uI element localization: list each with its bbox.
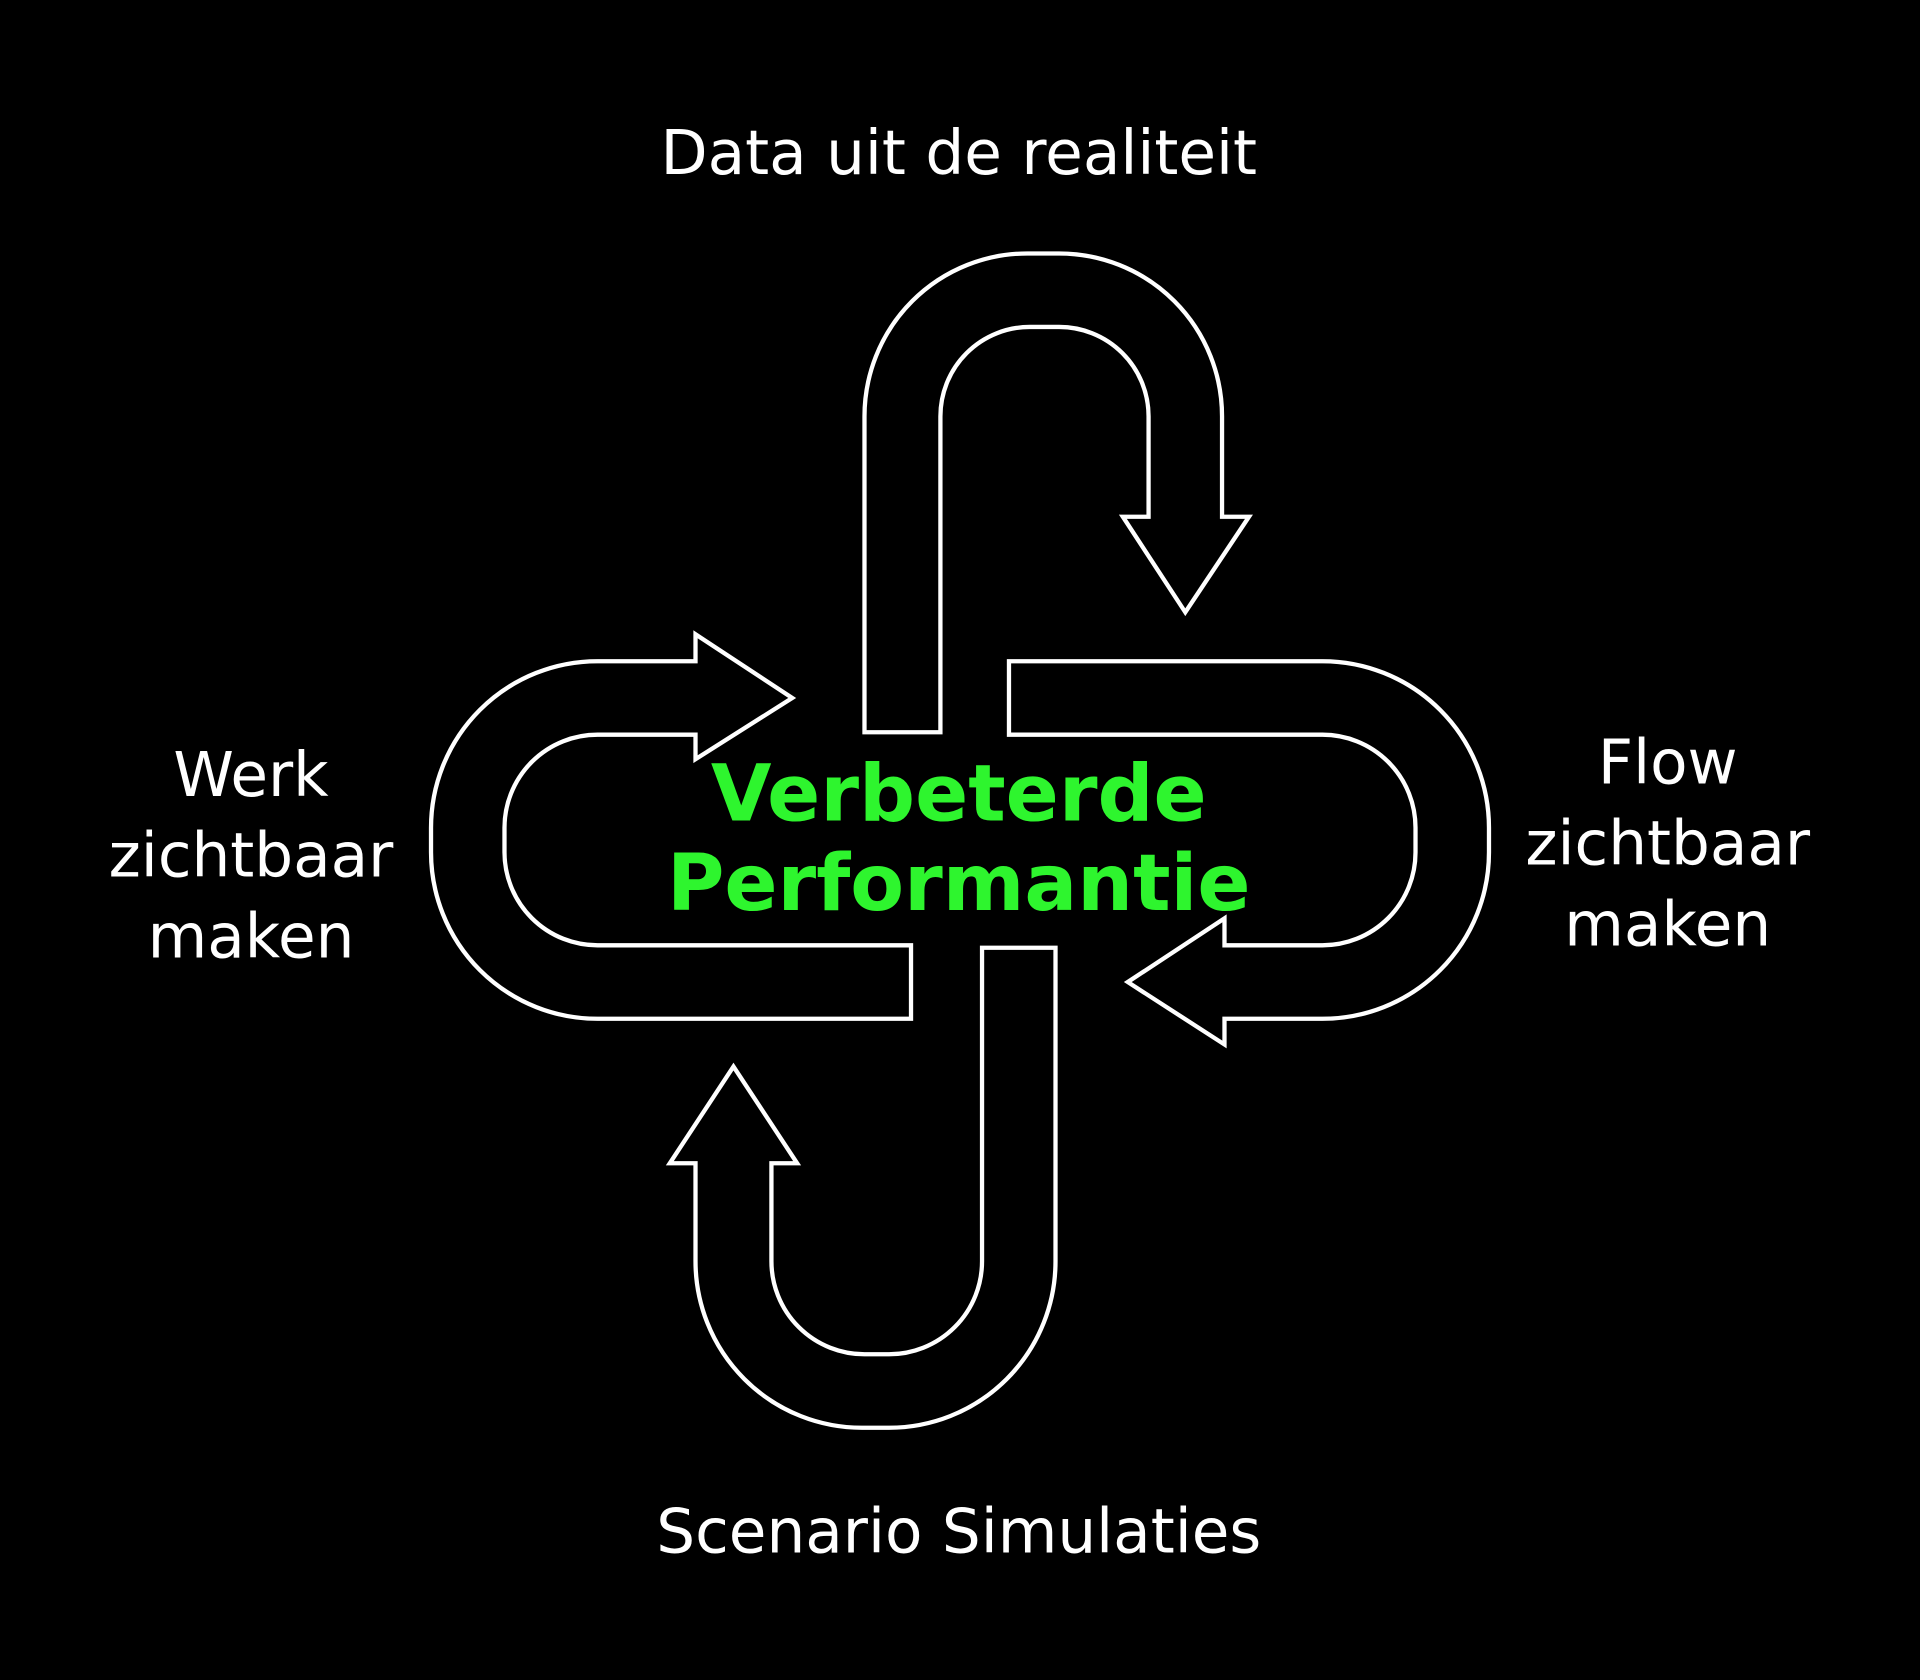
label-right-line: zichtbaar	[1525, 808, 1810, 879]
label-left: Werk zichtbaar maken	[109, 740, 394, 973]
label-right: Flow zichtbaar maken	[1525, 728, 1810, 961]
top-u-turn-arrow-icon	[862, 251, 1253, 735]
left-u-turn-arrow-icon	[428, 630, 914, 1021]
label-left-line: zichtbaar	[109, 821, 394, 892]
label-right-line: maken	[1564, 889, 1771, 960]
center-title: Verbeterde Performantie	[667, 748, 1251, 928]
right-u-turn-arrow-icon	[1006, 659, 1492, 1049]
label-left-line: maken	[148, 902, 355, 973]
bottom-u-turn-arrow-icon	[665, 945, 1058, 1430]
center-title-line: Performantie	[667, 838, 1251, 929]
center-title-line: Verbeterde	[711, 748, 1207, 839]
label-bottom: Scenario Simulaties	[656, 1497, 1261, 1568]
label-top: Data uit de realiteit	[660, 118, 1257, 189]
label-left-line: Werk	[173, 740, 329, 811]
label-right-line: Flow	[1598, 728, 1738, 799]
